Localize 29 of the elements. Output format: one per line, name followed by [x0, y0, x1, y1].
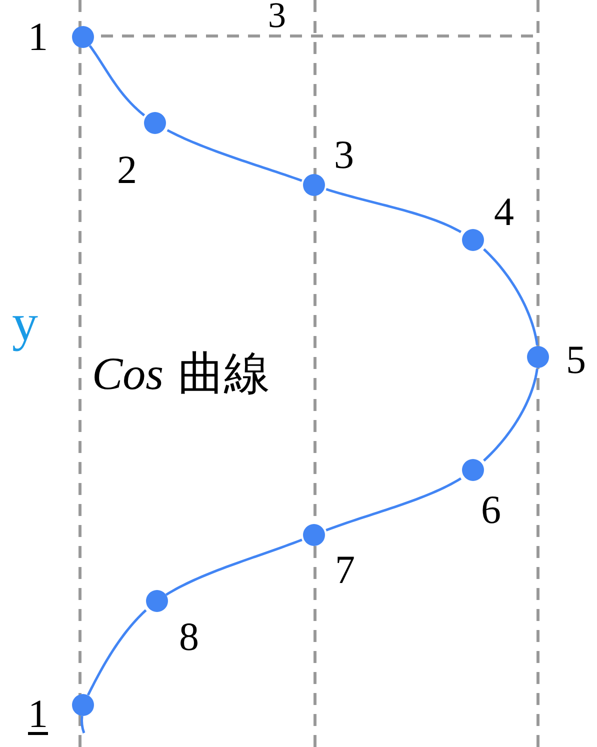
curve-segment: [88, 44, 146, 116]
curve-segment: [166, 129, 302, 182]
point-number: 1: [28, 17, 48, 57]
point-number: 6: [481, 490, 501, 530]
curve-point: [303, 174, 325, 196]
point-number: 2: [117, 150, 137, 190]
point-number: 7: [335, 550, 355, 590]
curve-point: [462, 459, 484, 481]
curve-point: [462, 229, 484, 251]
point-number: 8: [179, 617, 199, 657]
curve-point: [72, 26, 94, 48]
curve-segment: [326, 477, 462, 532]
point-number: 4: [494, 192, 514, 232]
curve-segment: [483, 368, 538, 462]
curve-segment: [165, 538, 302, 596]
curve-segment: [86, 609, 147, 696]
point-number: 3: [334, 135, 354, 175]
axis-number: 3: [268, 0, 286, 33]
curve-point: [527, 346, 549, 368]
curve-point: [303, 524, 325, 546]
curve-point: [72, 694, 94, 716]
axis-label: y: [12, 298, 38, 350]
curve-title: Cos 曲線: [92, 350, 270, 397]
point-number: 5: [566, 340, 586, 380]
curve-segment: [326, 188, 462, 234]
curve-segment: [483, 248, 538, 346]
curve-point: [146, 590, 168, 612]
point-number: 1: [28, 696, 48, 735]
curve-point: [144, 112, 166, 134]
